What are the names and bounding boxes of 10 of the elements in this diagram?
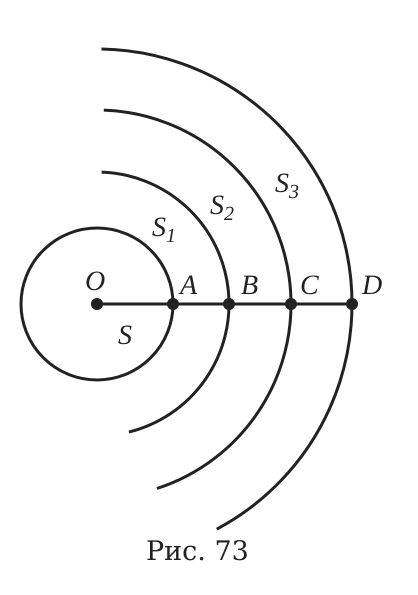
arc-label: S$_{2}$ — [210, 192, 234, 220]
region-label: S — [118, 322, 132, 350]
arc-label: S$_{3}$ — [275, 170, 299, 198]
point-label: C — [300, 272, 319, 300]
point-label: B — [241, 272, 258, 300]
figure-caption: Рис. 73 — [146, 536, 249, 567]
point-label: D — [362, 272, 382, 300]
point-label: O — [85, 268, 106, 296]
arc-label: S$_{1}$ — [152, 214, 176, 242]
point-label: A — [180, 272, 198, 300]
